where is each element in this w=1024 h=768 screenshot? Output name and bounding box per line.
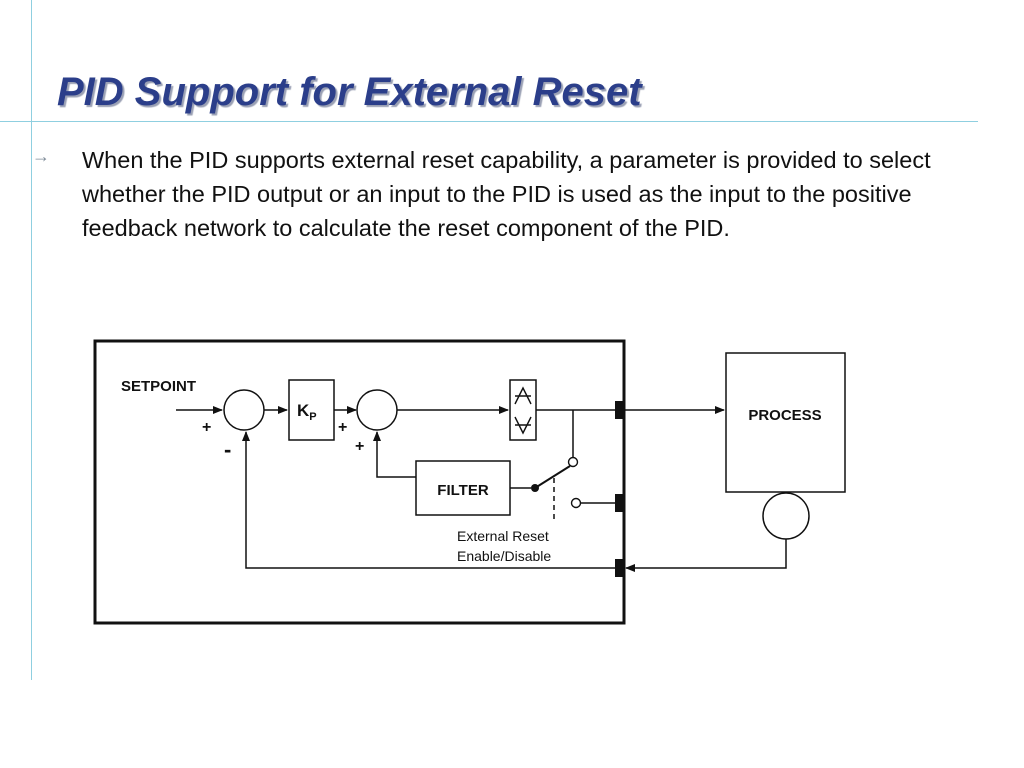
transmitter-circle (762, 492, 810, 540)
plus-sign-1: + (202, 419, 211, 436)
summing-junction-2 (356, 389, 398, 431)
vertical-accent-line (31, 0, 32, 680)
limiter-lower-icon (514, 416, 532, 435)
setpoint-label: SETPOINT (121, 378, 196, 395)
external-reset-label-line2: Enable/Disable (457, 548, 551, 564)
switch-contact-output (567, 456, 579, 468)
bullet-text: When the PID supports external reset cap… (82, 147, 931, 241)
filter-feedback-line (373, 431, 416, 478)
plus-sign-3: + (355, 438, 364, 455)
external-reset-terminal (615, 494, 624, 512)
measurement-feedback-line (625, 539, 787, 572)
external-reset-label-line1: External Reset (457, 528, 549, 544)
filter-label: FILTER (437, 482, 489, 499)
controller-box (93, 339, 626, 625)
kp-label: KP (297, 401, 317, 423)
minus-sign: - (224, 437, 231, 462)
bullet-arrow-icon: → (32, 146, 50, 166)
filter-block (415, 460, 511, 516)
process-label: PROCESS (748, 407, 821, 424)
switch-contact-external (570, 497, 582, 509)
process-block (725, 352, 846, 493)
measurement-terminal (615, 559, 624, 577)
switch-pivot (531, 484, 539, 492)
slide-title: PID Support for External Reset (57, 70, 642, 114)
kp-label-sub: P (309, 411, 316, 423)
limiter-upper-icon (514, 386, 532, 405)
summing-junction-1 (223, 389, 265, 431)
limiter-block (509, 379, 537, 441)
negative-feedback-line (242, 431, 615, 569)
horizontal-accent-line (0, 121, 978, 122)
plus-sign-2: + (338, 419, 347, 436)
kp-block (288, 379, 335, 441)
switch-arm (534, 465, 571, 489)
output-terminal (615, 401, 624, 419)
kp-label-main: K (297, 401, 310, 420)
